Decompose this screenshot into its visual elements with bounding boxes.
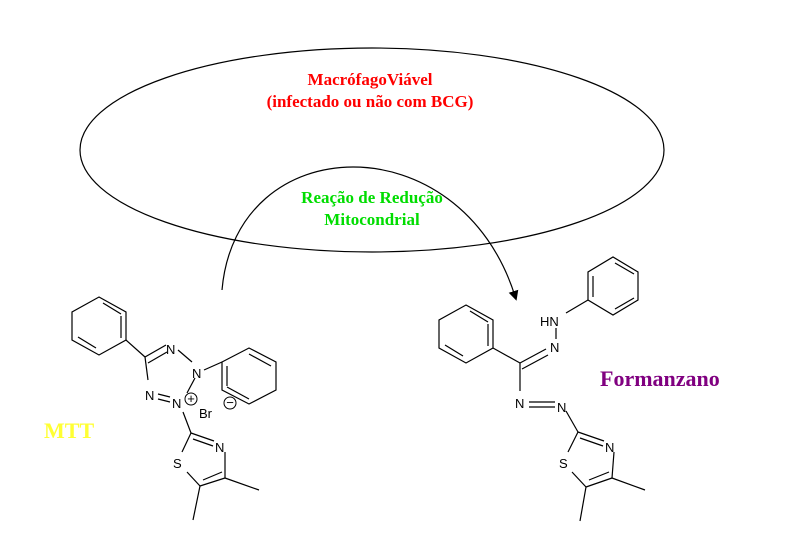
formazan-atom-n-azo2: N [557,400,566,415]
mtt-structure: N N N N + Br − N S [71,296,277,521]
reaction-label-line1: Reação de Redução [301,188,443,207]
macrophage-cell-ellipse [79,47,665,253]
mtt-label: MTT [44,418,94,443]
mtt-plus-circle [184,392,198,406]
formazan-label: Formanzano [600,366,720,391]
mtt-minus-circle [223,396,237,410]
mtt-atom-n3: N [172,396,181,411]
reaction-arrow [221,166,519,301]
cell-label-line1: MacrófagoViável [308,70,433,89]
formazan-structure: HN N N N N S [438,256,646,522]
mtt-thiazole-n: N [215,440,224,455]
formazan-atom-n-imine: N [550,340,559,355]
formazan-thiazole-s: S [559,456,568,471]
cell-label-line2: (infectado ou não com BCG) [267,92,474,111]
mtt-bromide: Br [199,406,213,421]
formazan-atom-hn: HN [540,314,559,329]
formazan-thiazole-n: N [605,440,614,455]
reaction-label-line2: Mitocondrial [324,210,420,229]
mtt-thiazole-s: S [173,456,182,471]
mtt-atom-n1: N [166,342,175,357]
mtt-atom-n4: N [145,388,154,403]
mtt-plus-sign: + [187,391,195,406]
mtt-minus-sign: − [226,395,234,410]
mtt-atom-n2: N [192,366,201,381]
formazan-atom-n-azo1: N [515,396,524,411]
